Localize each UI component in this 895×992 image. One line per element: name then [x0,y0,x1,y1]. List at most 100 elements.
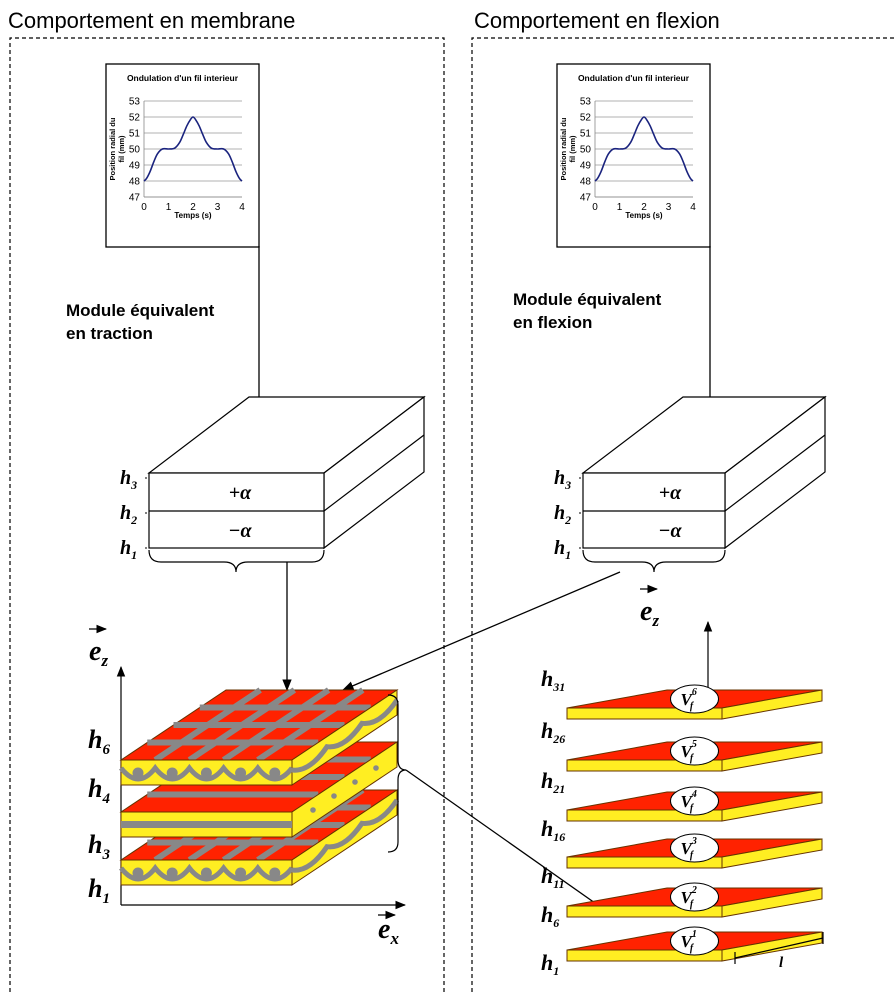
membrane-yarn-section [200,867,212,879]
membrane-yarn-section [235,767,247,779]
chart-y-tick: 52 [580,113,592,124]
chart-y-tick: 47 [129,193,141,204]
chart-x-tick: 0 [592,202,598,213]
membrane-yarn-section [269,867,281,879]
chart-ondulation-membrane: Ondulation d'un fil interieur47484950515… [105,63,260,248]
chart-title: Ondulation d'un fil interieur [578,73,690,83]
membrane-ud-front-yarn [121,821,292,828]
membrane-level-label: h6 [88,725,110,758]
membrane-frame [9,37,445,992]
chart-y-tick: 53 [580,97,592,108]
membrane-ud-yarn-section [373,765,379,771]
module-traction-line2: en traction [66,324,153,343]
membrane-yarn-section [200,767,212,779]
minus-alpha-right: −α [658,520,682,542]
laminate-level-label: h2 [554,502,571,527]
membrane-yarn-section [269,767,281,779]
chart-ondulation-flexion: Ondulation d'un fil interieur 47 48 49 50 51 5… [556,63,711,248]
laminate-level-label: h1 [554,537,571,562]
flexion-plate-side [721,931,823,962]
chart-y-tick: 53 [129,97,141,108]
module-flexion-line2: en flexion [513,313,593,332]
membrane-ez-label: ez [89,624,108,670]
membrane-yarn-section [132,867,144,879]
module-traction-label: Module équivalent en traction [66,299,214,345]
chart-y-label: Position radial dufil (mm) [108,117,126,180]
membrane-yarn-section [235,867,247,879]
chart-x-tick: 1 [617,202,623,213]
chart-x-tick: 2 [641,202,647,213]
flexion-plate-side [721,791,823,822]
chart-y-label: Position radial dufil (mm) [559,117,577,180]
flexion-frame [471,37,895,992]
chart-y-tick: 48 [129,177,141,188]
membrane-level-label: h1 [88,874,110,907]
membrane-yarn-section [132,767,144,779]
length-label: l [779,955,784,971]
chart-y-tick: 50 [129,145,141,156]
laminate-box-flexion [581,395,827,550]
laminate-level-label: h2 [120,502,137,527]
flexion-level-label: h31 [541,666,565,694]
chart-y-tick: 49 [129,161,141,172]
svg-text:ez: ez [640,596,659,630]
flexion-plate-vf-ellipse [670,926,719,956]
membrane-warp-yarn [153,687,262,763]
svg-text:ez: ez [89,636,108,670]
header-flexion: Comportement en flexion [474,8,720,33]
chart-y-tick: 51 [580,129,592,140]
membrane-front-yarn [119,763,294,782]
chart-x-tick: 4 [690,202,696,213]
chart-x-tick: 4 [239,202,245,213]
flexion-level-label: h21 [541,768,565,796]
membrane-front-yarn [119,863,294,882]
membrane-side-yarn [291,698,400,773]
flexion-plate-vf-ellipse [670,684,719,714]
flexion-level-label: h11 [541,863,565,891]
flexion-plate-side [721,838,823,869]
module-traction-line1: Module équivalent [66,301,215,320]
laminate-level-label: h1 [120,537,137,562]
chart-x-tick: 3 [666,202,672,213]
chart-series-line [143,116,243,182]
chart-y-tick: 49 [580,161,592,172]
membrane-stack [119,687,400,886]
chart-series-line [594,116,694,182]
module-flexion-label: Module équivalent en flexion [513,288,661,334]
flexion-plate-side [721,887,823,918]
length-indicator [734,932,824,964]
chart-y-tick: 47 [580,193,592,204]
brace-membrane [148,549,325,573]
header-membrane: Comportement en membrane [8,8,296,33]
plus-alpha-left: +α [229,482,252,504]
chart-frame [556,63,711,248]
flexion-plate-vf-ellipse [670,833,719,863]
membrane-ud-yarn-section [331,793,337,799]
chart-y-tick: 50 [580,145,592,156]
flexion-plate-side [721,689,823,720]
module-flexion-line1: Module équivalent [513,290,662,309]
chart-y-tick: 52 [129,113,141,124]
plus-alpha-right: +α [659,482,682,504]
flexion-level-label: h6 [541,902,559,930]
membrane-warp-yarn [256,687,365,763]
flexion-level-label: h1 [541,950,559,978]
laminate-box-membrane [147,395,426,550]
membrane-yarn-section [166,867,178,879]
chart-y-tick: 48 [580,177,592,188]
membrane-layer-side [291,741,398,838]
laminate-level-label: h3 [554,467,571,492]
arrow-membrane-to-flexion [405,769,613,916]
svg-text:ex: ex [378,914,399,948]
minus-alpha-left: −α [228,520,252,542]
flexion-level-label: h16 [541,816,565,844]
flexion-plate-vf-ellipse [670,882,719,912]
flexion-level-label: h26 [541,718,565,746]
chart-x-tick: 0 [141,202,147,213]
chart-x-tick: 3 [215,202,221,213]
